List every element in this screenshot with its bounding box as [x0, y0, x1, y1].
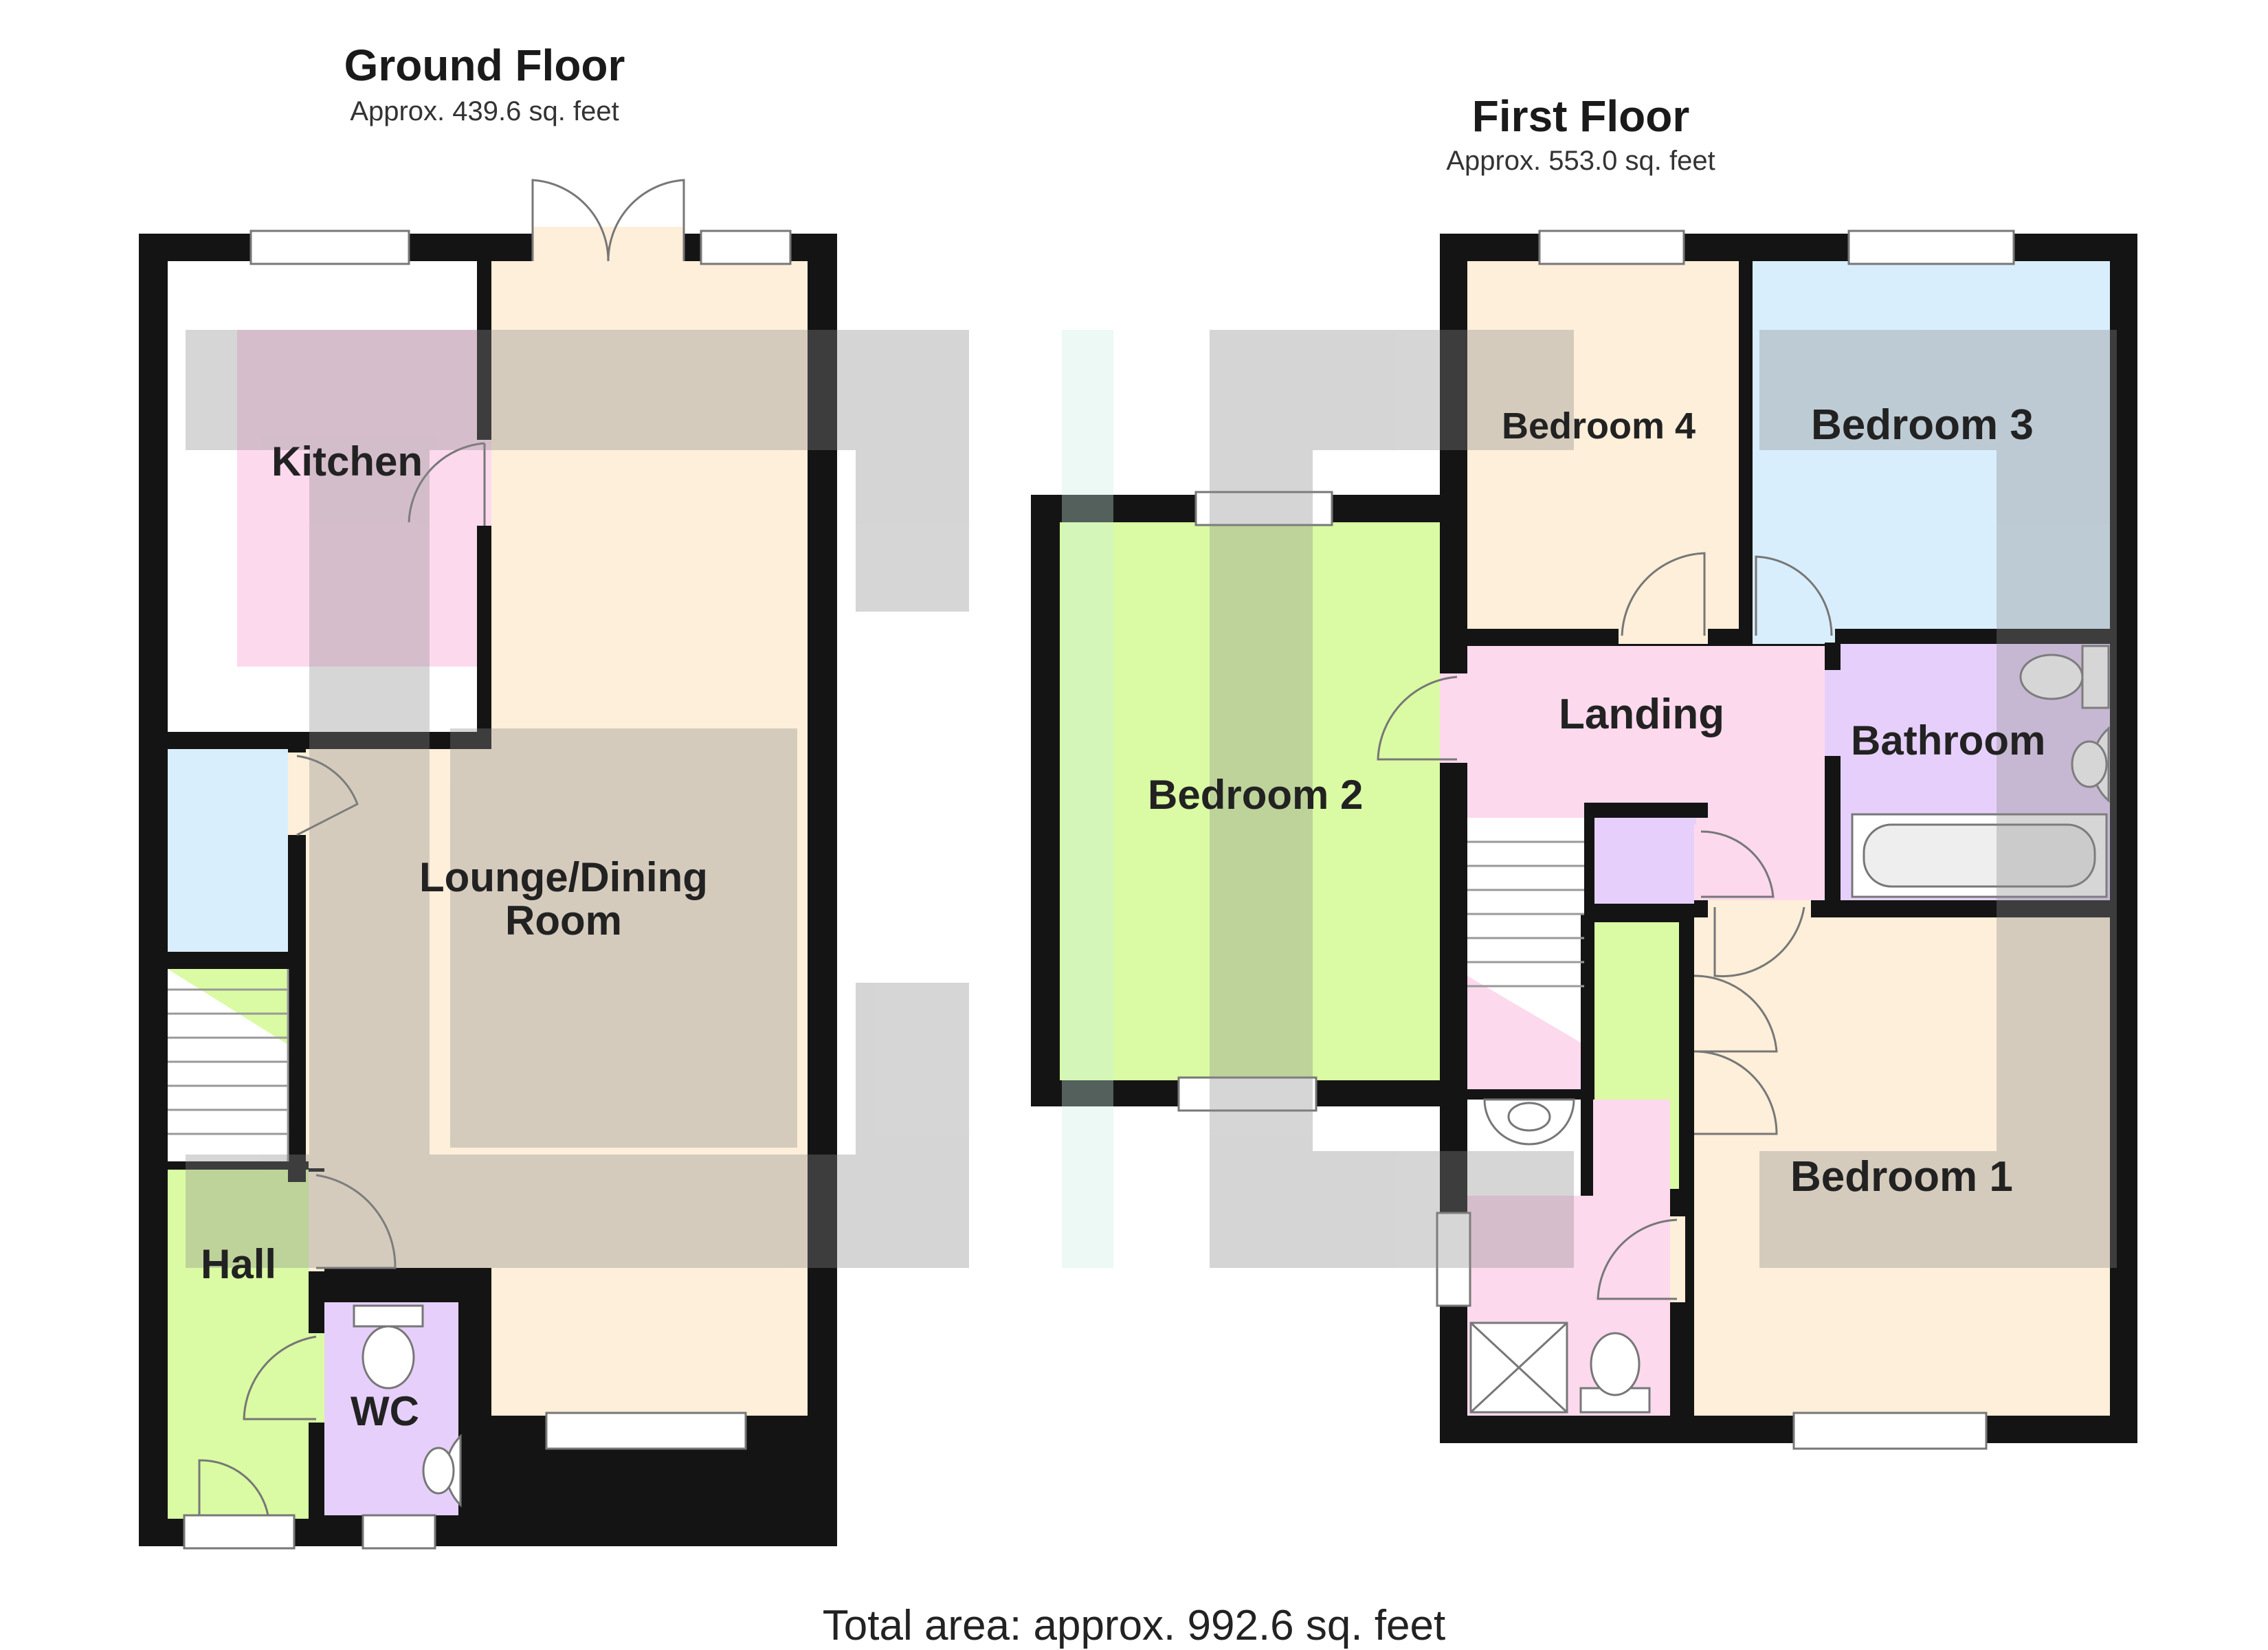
ensuite-toilet-icon	[1579, 1332, 1651, 1414]
landing-fill-lower	[1698, 804, 1825, 904]
bedroom3-fill	[1753, 261, 2110, 629]
lounge-hall-door	[315, 1174, 397, 1269]
watermark-logo	[186, 330, 2117, 1268]
room-label-bathroom: Bathroom	[1851, 717, 2046, 763]
kitchen-window	[249, 230, 410, 265]
bedroom4-window	[1538, 230, 1685, 265]
room-label-lounge-dining: Lounge/Dining Room	[385, 856, 742, 942]
room-label-lounge-line1: Lounge/Dining	[419, 854, 708, 900]
bedroom2-window-top	[1194, 491, 1333, 526]
total-area: Total area: approx. 992.6 sq. feet	[822, 1602, 1446, 1649]
lounge-front-window	[545, 1412, 747, 1450]
room-label-bedroom2: Bedroom 2	[1148, 772, 1364, 818]
ensuite-basin-icon	[1483, 1098, 1575, 1146]
bathroom-basin-icon	[2071, 726, 2110, 803]
wardrobe-door-bottom	[1693, 1050, 1778, 1135]
wardrobe-right-wall	[1679, 914, 1694, 1203]
bedroom4-right-wall	[1739, 261, 1753, 643]
wardrobe-door-top	[1693, 974, 1778, 1053]
first-stairs-tint	[1467, 976, 1584, 1089]
bedroom2-door-gap	[1440, 673, 1467, 763]
bedroom2-fill	[1060, 522, 1445, 1080]
bedroom1-window	[1792, 1412, 1988, 1450]
wc-toilet-icon	[353, 1304, 424, 1390]
wc-top-wall	[324, 1289, 476, 1302]
store-fill	[168, 749, 288, 952]
kitchen-fill	[237, 330, 478, 667]
room-label-hall: Hall	[201, 1241, 277, 1287]
first-floor-plan	[1031, 230, 2137, 1450]
ground-floor-title: Ground Floor	[344, 41, 625, 90]
room-label-lounge-line2: Room	[505, 898, 622, 944]
bedroom1-fill	[1694, 917, 2110, 1416]
cupboard-door-gap	[1694, 825, 1708, 904]
wc-basin-icon	[422, 1434, 462, 1508]
bedroom4-fill	[1467, 261, 1739, 632]
cupboard-fill	[1593, 818, 1696, 904]
bedroom2-window-bottom	[1177, 1076, 1318, 1112]
room-label-wc: WC	[351, 1388, 419, 1434]
kitchen-door	[408, 442, 486, 526]
bedroom3-bottom-wall	[1753, 629, 2110, 644]
store-door	[296, 755, 359, 836]
ensuite-door-gap	[1670, 1216, 1685, 1302]
french-door-right	[607, 179, 685, 262]
bedroom4-door	[1621, 552, 1706, 636]
kitchen-bottom-wall	[168, 732, 491, 749]
ground-floor-plan	[139, 179, 837, 1550]
bedroom3-window	[1847, 230, 2015, 265]
bedroom1-door	[1713, 906, 1805, 978]
lounge-dining-fill-lower	[306, 749, 808, 1268]
front-door	[198, 1459, 269, 1516]
shower-icon	[1469, 1322, 1568, 1414]
bedroom1-door-gap	[1708, 900, 1811, 917]
bathroom-toilet-icon	[2019, 645, 2110, 709]
room-label-bedroom3: Bedroom 3	[1811, 401, 2034, 449]
bedroom4-door-gap	[1619, 629, 1708, 644]
store-bottom-wall	[168, 952, 288, 969]
ground-floor-area: Approx. 439.6 sq. feet	[350, 96, 619, 126]
front-door-gap	[183, 1514, 296, 1550]
ground-stairs	[168, 969, 289, 1161]
bath-icon	[1851, 813, 2108, 898]
wc-right-wall	[458, 1289, 476, 1546]
bathroom-door-gap	[1825, 670, 1841, 756]
hall-fill	[168, 1168, 309, 1519]
store-door-gap	[288, 752, 306, 835]
wc-door-gap	[309, 1333, 324, 1423]
cupboard-door	[1700, 830, 1775, 898]
first-stairs	[1467, 840, 1584, 988]
ground-stairs-tint	[168, 969, 288, 1045]
lounge-hall-door-gap	[309, 1172, 324, 1271]
bedroom3-door-gap	[1753, 629, 1835, 644]
bedroom3-door	[1755, 555, 1833, 636]
wardrobe-left-wall	[1581, 914, 1593, 1196]
watermark-stripe	[1062, 330, 1113, 1268]
ensuite-window	[1436, 1212, 1471, 1307]
first-floor-title: First Floor	[1471, 91, 1690, 141]
wc-door	[243, 1335, 317, 1420]
first-floor-area: Approx. 553.0 sq. feet	[1446, 146, 1715, 176]
french-door-left	[531, 179, 610, 262]
room-label-bedroom1: Bedroom 1	[1790, 1153, 2013, 1201]
bedroom2-door	[1377, 676, 1458, 761]
room-label-kitchen: Kitchen	[271, 438, 423, 484]
wc-window	[362, 1514, 436, 1550]
ensuite-top-wall	[1467, 1089, 1594, 1100]
room-label-landing: Landing	[1559, 691, 1725, 738]
ensuite-door	[1597, 1218, 1678, 1300]
room-label-bedroom4: Bedroom 4	[1502, 405, 1696, 447]
wardrobe-walls	[1581, 914, 1694, 922]
landing-bottom-wall	[1584, 803, 1708, 818]
lounge-rear-window	[700, 230, 792, 265]
hall-top-wall	[168, 1161, 309, 1170]
